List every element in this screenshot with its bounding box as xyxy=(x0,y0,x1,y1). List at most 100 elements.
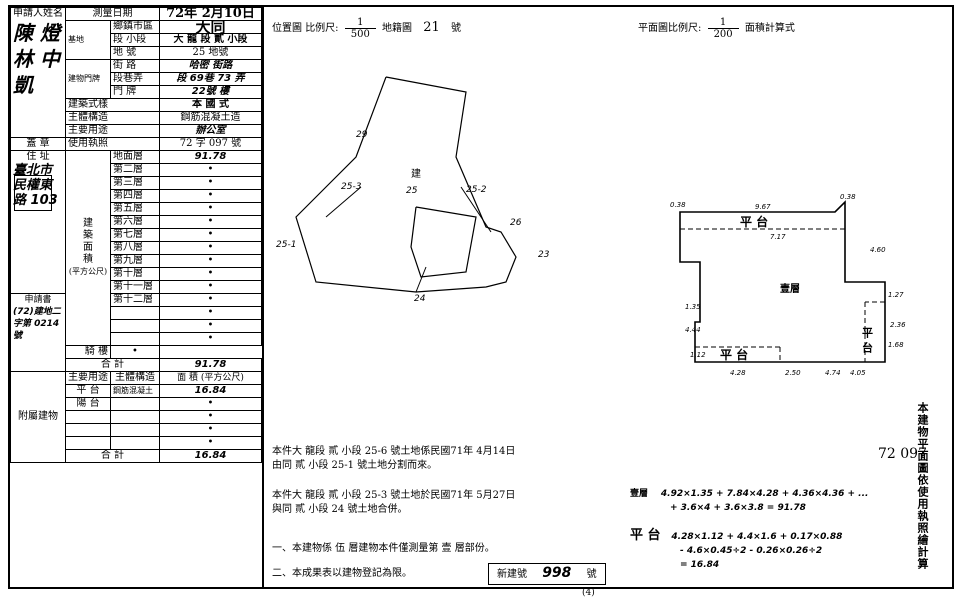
new-building-number-box: 新建號 998 號 xyxy=(488,563,606,585)
dim-2: 7.17 xyxy=(770,233,786,241)
floor-value: 91.78 xyxy=(158,150,263,164)
dim-12: 1.27 xyxy=(888,291,904,299)
note-registration: 二、本成果表以建物登記為限。 xyxy=(272,568,412,579)
attached-area: • xyxy=(158,423,263,437)
lot-label: 地 號 xyxy=(110,46,160,60)
floor-scale-num: 1 xyxy=(707,17,739,29)
attached-structure-label: 主體構造 xyxy=(110,371,160,385)
dim-1: 9.67 xyxy=(755,203,771,211)
application-cell: 申請書 (72)建地二字第 0214 號 xyxy=(10,293,66,372)
attached-area: • xyxy=(158,436,263,450)
location-scale-den: 500 xyxy=(350,29,370,40)
address-label: 住 址 xyxy=(26,151,50,163)
survey-date: 72年 2月10日 xyxy=(158,7,263,21)
seal-stamp xyxy=(14,175,52,215)
dim-7: 1.12 xyxy=(690,351,706,359)
location-scale-label: 比例尺: xyxy=(305,23,339,34)
calc-label: 面積計算式 xyxy=(744,23,795,34)
note-2b: 與同 貳 小段 24 號土地合併。 xyxy=(272,504,408,515)
registration-form: 申請人姓名 陳 燈 林 中 凱 測量日期 72年 2月10日 基地 鄉鎮市區 大… xyxy=(10,7,263,463)
floor-plan-drawing: 平 台 壹層 平 台 平 台 9.67 7.17 4.60 1.35 4.44 … xyxy=(670,193,906,377)
label-25: 25 xyxy=(406,186,418,196)
floor-value: • xyxy=(158,163,263,177)
permit-label: 使用執照 xyxy=(65,137,160,151)
floor-area-label-3: 面 xyxy=(83,242,93,253)
building-outline xyxy=(410,206,477,278)
calc-platform-formula-1: 4.28×1.12 + 4.4×1.6 + 0.17×0.88 xyxy=(671,532,843,542)
dim-6: 2.36 xyxy=(890,321,906,329)
platform-top-label: 平 台 xyxy=(740,214,768,229)
floor-name: 第十二層 xyxy=(110,293,160,307)
note-split: 本件大 龍段 貳 小段 25-6 號土地係民國71年 4月14日 由同 貳 小段… xyxy=(272,445,515,473)
floor-name: 第九層 xyxy=(110,254,160,268)
floor-area-label-5: (平方公尺) xyxy=(68,267,108,276)
dim-4: 1.35 xyxy=(685,303,701,311)
dim-14: 4.05 xyxy=(850,369,866,377)
floor-value: • xyxy=(158,332,263,346)
applicant-label: 申請人姓名 xyxy=(13,8,63,20)
floor-value: • xyxy=(158,228,263,242)
note-2a: 本件大 龍段 貳 小段 25-3 號土地於民國71年 5月27日 xyxy=(272,490,516,501)
dim-13: 1.68 xyxy=(888,341,904,349)
address-hand: 臺北市民權東路 103 xyxy=(13,163,58,208)
section-value: 大 龍 段 貳 小段 xyxy=(158,33,263,47)
dim-3: 4.60 xyxy=(870,246,886,254)
location-scale-fraction: 1 500 xyxy=(344,17,376,40)
attached-area-label: 面 積 (平方公尺) xyxy=(158,371,263,385)
note-1b: 由同 貳 小段 25-1 號土地分割而來。 xyxy=(272,460,438,471)
boundary-line xyxy=(460,186,492,233)
survey-date-label: 測量日期 xyxy=(65,7,160,21)
page-number: (4) xyxy=(582,588,595,598)
floor-value: • xyxy=(158,280,263,294)
attached-area: • xyxy=(158,397,263,411)
floor-name xyxy=(110,332,160,346)
attached-use xyxy=(65,410,111,424)
floor-value: • xyxy=(158,293,263,307)
floor-name: 第三層 xyxy=(110,176,160,190)
door-label: 門 牌 xyxy=(110,85,160,99)
calc-floor: 壹層 4.92×1.35 + 7.84×4.28 + 4.36×4.36 + .… xyxy=(630,487,868,515)
attached-use xyxy=(65,436,111,450)
platform-right-label: 平 台 xyxy=(861,327,874,354)
note-1a: 本件大 龍段 貳 小段 25-6 號土地係民國71年 4月14日 xyxy=(272,446,516,457)
attached-structure xyxy=(110,397,160,411)
dim-5: 4.44 xyxy=(685,326,701,334)
new-building-box: 新建號 998 號 xyxy=(488,563,606,585)
lane-value: 段 69巷 73 弄 xyxy=(158,72,263,86)
column-divider xyxy=(262,7,264,587)
city-label: 鄉鎮市區 xyxy=(110,20,160,34)
floor-value: • xyxy=(158,202,263,216)
floor-name: 第十層 xyxy=(110,267,160,281)
note-merge: 本件大 龍段 貳 小段 25-3 號土地於民國71年 5月27日 與同 貳 小段… xyxy=(272,489,515,517)
attached-structure: 鋼筋混凝土 xyxy=(110,384,160,398)
calc-platform-formula-3: = 16.84 xyxy=(680,560,720,570)
total-value: 91.78 xyxy=(158,358,263,372)
floor-area-label-1: 建 xyxy=(83,218,93,229)
new-building-label: 新建號 xyxy=(497,569,527,580)
attached-use: 平 台 xyxy=(65,384,111,398)
application-label: 申請書 xyxy=(24,295,52,305)
structure: 鋼筋混凝土造 xyxy=(158,111,263,125)
calc-floor-formula-1: 4.92×1.35 + 7.84×4.28 + 4.36×4.36 + ... xyxy=(660,489,869,499)
structure-label: 主體構造 xyxy=(65,111,160,125)
label-25-1: 25-1 xyxy=(276,240,296,250)
city: 大同 xyxy=(158,20,263,34)
address-cell: 住 址 臺北市民權東路 103 xyxy=(10,150,66,294)
floor-name: 第七層 xyxy=(110,228,160,242)
floor-name: 第五層 xyxy=(110,202,160,216)
attached-use xyxy=(65,423,111,437)
floor-value: • xyxy=(158,241,263,255)
dim-10: 4.74 xyxy=(825,369,841,377)
attached-area: 16.84 xyxy=(158,384,263,398)
main-floor-label: 壹層 xyxy=(780,282,800,295)
section-label: 段 小段 xyxy=(110,33,160,47)
floor-area-label-4: 積 xyxy=(83,254,93,265)
floor-name xyxy=(110,306,160,320)
survey-sheet: 申請人姓名 陳 燈 林 中 凱 測量日期 72年 2月10日 基地 鄉鎮市區 大… xyxy=(8,5,954,589)
boundary-line xyxy=(325,186,362,218)
door-group-label: 建物門牌 xyxy=(65,59,111,99)
location-title: 位置圖 xyxy=(272,23,302,34)
door-value: 22號 樓 xyxy=(158,85,263,99)
attached-total-label: 合 計 xyxy=(65,449,160,463)
label-jian: 建 xyxy=(411,167,421,180)
